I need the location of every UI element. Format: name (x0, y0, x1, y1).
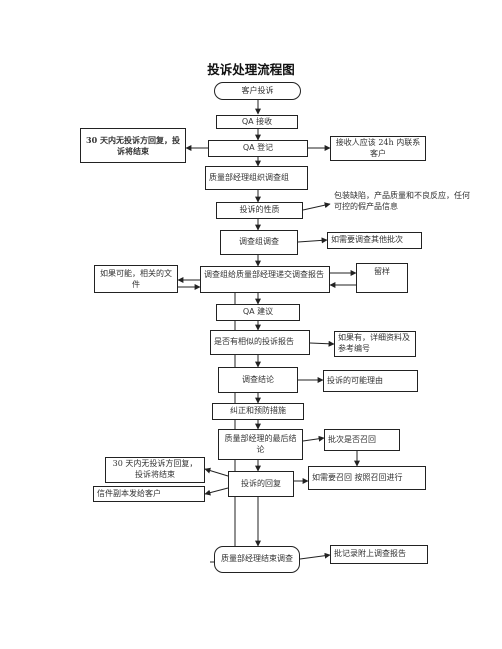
possible-reason-box: 投诉的可能理由 (323, 370, 418, 392)
complaint-nature-box: 投诉的性质 (216, 202, 303, 219)
no-reply-30-days-top-box: 30 天内无投诉方回复，投诉将结束 (80, 128, 186, 163)
conclusion-box: 调查结论 (218, 367, 298, 393)
quality-manager-team-box: 质量部经理组织调查组 (205, 166, 308, 190)
no-reply-30-days-bottom-box: 30 天内无投诉方回复，投诉将结束 (105, 457, 205, 483)
letter-copy-box: 信件副本发给客户 (93, 486, 205, 502)
recall-note-box: 如需要召回 按照召回进行 (308, 466, 426, 490)
qa-register-box: QA 登记 (208, 140, 308, 157)
close-investigation-box: 质量部经理结束调查 (214, 546, 300, 573)
submit-report-box: 调查组给质量部经理递交调查报告 (200, 266, 330, 293)
qa-receive-box: QA 接收 (216, 115, 298, 129)
contact-24h-box: 接收人应该 24h 内联系客户 (330, 136, 426, 161)
attach-report-box: 批记录附上调查报告 (330, 545, 428, 564)
related-docs-box: 如果可能，相关的文件 (94, 265, 178, 293)
batch-recall-box: 批次是否召回 (324, 429, 400, 451)
retained-sample-box: 留样 (356, 263, 408, 293)
other-batches-box: 如需要调查其他批次 (327, 232, 422, 249)
team-investigation-box: 调查组调查 (220, 230, 298, 255)
final-conclusion-box: 质量部经理的最后结论 (218, 429, 303, 460)
page-title: 投诉处理流程图 (207, 62, 295, 77)
qa-suggestion-box: QA 建议 (216, 304, 300, 321)
customer-complaint-box: 客户投诉 (214, 82, 301, 100)
complaint-reply-box: 投诉的回复 (228, 471, 294, 497)
nature-note-text: 包装缺陷，产品质量和不良反应，任何可控的假产品信息 (334, 191, 470, 211)
similar-note-box: 如果有，详细资料及参考编号 (334, 331, 416, 357)
similar-report-box: 是否有相似的投诉报告 (210, 330, 310, 355)
corrective-actions-box: 纠正和预防措施 (212, 403, 304, 420)
